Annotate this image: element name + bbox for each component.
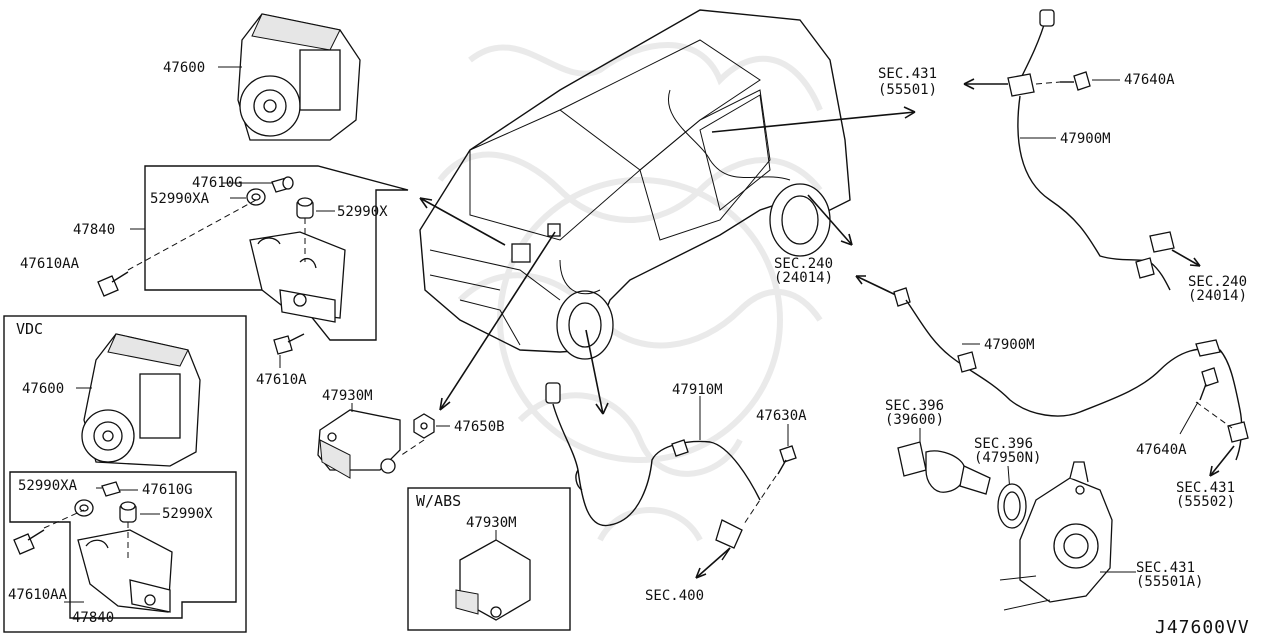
- dash-line-top-1: [127, 199, 257, 271]
- label-47900m-top: 47900M: [1060, 131, 1111, 147]
- callout-arrows: [419, 106, 916, 415]
- diagram-code: J47600VV: [1155, 617, 1250, 637]
- label-sec240-right: SEC.240: [1188, 274, 1247, 290]
- sensor-ring: [997, 483, 1027, 529]
- grommet-52990xa-top: [246, 188, 266, 206]
- label-47640a-right: 47640A: [1136, 442, 1187, 458]
- label-sec431-right-sub: (55502): [1176, 494, 1235, 510]
- vdc-box: [3, 315, 247, 633]
- bolt-47610g-vdc: [101, 481, 121, 497]
- dash-line-47640a-top: [1035, 81, 1061, 85]
- label-sec240-right-sub: (24014): [1188, 288, 1247, 304]
- sensor-47910m: [545, 382, 761, 561]
- bolt-47640a-right: [1199, 367, 1219, 401]
- arrow-sec400: [695, 547, 731, 579]
- label-sec431-top: SEC.431: [878, 66, 937, 82]
- label-47650b: 47650B: [454, 419, 505, 435]
- label-47930m-abs: 47930M: [466, 515, 517, 531]
- label-sec400: SEC.400: [645, 588, 704, 604]
- label-47610g-vdc: 47610G: [142, 482, 193, 498]
- bracket-box-vdc: [9, 471, 237, 619]
- label-sec431-top-sub: (55501): [878, 82, 937, 98]
- arrowhead-sec431-right: [1209, 465, 1220, 477]
- bracket-box-top: [144, 165, 409, 341]
- label-47630a: 47630A: [756, 408, 807, 424]
- arrowhead-sec431-top: [963, 78, 975, 90]
- label-47930m: 47930M: [322, 388, 373, 404]
- bolt-47610aa-top: [97, 271, 129, 297]
- label-sec431-right: SEC.431: [1176, 480, 1235, 496]
- dash-line-47640a-right: [1195, 401, 1233, 429]
- label-47840-vdc: 47840: [72, 610, 114, 626]
- sensor-47900m-mid: [893, 287, 1249, 461]
- arrow-sec240-right: [1171, 249, 1201, 267]
- bolt-47610aa-vdc: [13, 529, 45, 555]
- label-52990xa-vdc: 52990XA: [18, 478, 78, 494]
- actuator-47600-top: [218, 13, 361, 141]
- arrow-sec431-right: [1209, 445, 1235, 477]
- bracket-47840-top: [249, 231, 346, 323]
- bolt-47610a: [273, 333, 305, 355]
- label-sec396-a-sub: (39600): [885, 412, 944, 428]
- leader-47640a-right: [1179, 401, 1199, 435]
- label-sec396-a: SEC.396: [885, 398, 944, 414]
- label-sec431-bottom: SEC.431: [1136, 560, 1195, 576]
- grommet-52990x-top: [296, 197, 314, 219]
- vdc-box-title: VDC: [16, 320, 43, 338]
- grommet-52990x-vdc: [119, 501, 137, 523]
- label-47840-top: 47840: [73, 222, 115, 238]
- label-52990x-vdc: 52990X: [162, 506, 213, 522]
- bracket-47840-vdc: [77, 529, 173, 613]
- arrowhead-sec240-right: [1189, 257, 1201, 267]
- steering-knuckle: [999, 461, 1113, 611]
- arrow-sec240-mid: [855, 275, 899, 297]
- bolt-47630a: [777, 445, 797, 475]
- label-47600-vdc: 47600: [22, 381, 64, 397]
- label-sec240-mid: SEC.240: [774, 256, 833, 272]
- dash-line-vdc-1: [43, 509, 85, 529]
- label-sec240-mid-sub: (24014): [774, 270, 833, 286]
- sensor-47930m-abs: [455, 539, 531, 621]
- drive-shaft: [897, 441, 991, 495]
- wabs-box: [407, 487, 571, 631]
- wabs-box-title: W/ABS: [416, 492, 461, 510]
- label-47900m-mid: 47900M: [984, 337, 1035, 353]
- label-sec396-b: SEC.396: [974, 436, 1033, 452]
- label-52990x-top: 52990X: [337, 204, 388, 220]
- bolt-47640a-top: [1060, 71, 1091, 91]
- label-47610g-top: 47610G: [192, 175, 243, 191]
- label-sec431-bottom-sub: (55501A): [1136, 574, 1203, 590]
- bolt-47610g-top: [271, 176, 294, 193]
- sensor-47900m-top: [1007, 9, 1175, 291]
- label-52990xa-top: 52990XA: [150, 191, 210, 207]
- actuator-47600-vdc: [76, 333, 201, 467]
- label-47600-top: 47600: [163, 60, 205, 76]
- nut-47650b: [413, 413, 435, 439]
- dash-line-47650b: [399, 439, 425, 457]
- sensor-47930m: [317, 409, 401, 479]
- arrowhead-sec400: [695, 567, 707, 579]
- label-47610aa-top: 47610AA: [20, 256, 80, 272]
- label-47910m: 47910M: [672, 382, 723, 398]
- label-47610a: 47610A: [256, 372, 307, 388]
- label-47640a-top: 47640A: [1124, 72, 1175, 88]
- label-sec396-b-sub: (47950N): [974, 450, 1041, 466]
- label-47610aa-vdc: 47610AA: [8, 587, 68, 603]
- grommet-52990xa-vdc: [74, 499, 94, 517]
- arrowhead-sec240-mid: [855, 275, 866, 285]
